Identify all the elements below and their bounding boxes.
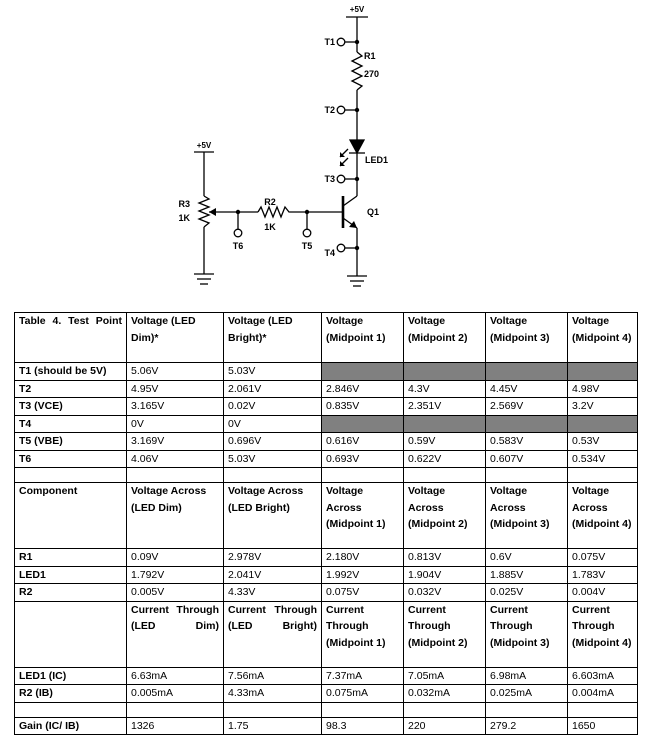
- header-test-point: Table 4. Test Point: [19, 315, 122, 327]
- t3-label: T3: [324, 174, 335, 184]
- component-header-row: Component Voltage Across (LED Dim) Volta…: [14, 482, 638, 549]
- r3-name-label: R3: [178, 199, 190, 209]
- header-mid3: Voltage (Midpoint 3): [485, 312, 568, 363]
- table-row: T2 4.95V 2.061V 2.846V 4.3V 4.45V 4.98V: [14, 379, 638, 398]
- header-mid1: Voltage (Midpoint 1): [321, 312, 404, 363]
- q1-name-label: Q1: [367, 207, 379, 217]
- table-row: LED1 (IC) 6.63mA 7.56mA 7.37mA 7.05mA 6.…: [14, 666, 638, 685]
- test-point-table: Table 4. Test Point Voltage (LED Dim)* V…: [14, 312, 638, 735]
- t4-label: T4: [324, 248, 335, 258]
- testpoint-t6: [233, 228, 243, 238]
- led-name-label: LED1: [365, 155, 388, 165]
- circuit-schematic: +5V T1 R1 270 T2 LED1 T3 Q1 T4 +5V R3 1K…: [178, 5, 388, 287]
- t6-label: T6: [233, 241, 244, 251]
- r2-value-label: 1K: [264, 222, 276, 232]
- r1-value-label: 270: [364, 69, 379, 79]
- r2-name-label: R2: [264, 197, 276, 207]
- header-mid4: Voltage (Midpoint 4): [567, 312, 638, 363]
- r1-name-label: R1: [364, 51, 376, 61]
- table-header-row: Table 4. Test Point Voltage (LED Dim)* V…: [14, 312, 638, 363]
- vcc-left-label: +5V: [197, 141, 212, 150]
- header-mid2: Voltage (Midpoint 2): [403, 312, 486, 363]
- table-row: T5 (VBE) 3.169V 0.696V 0.616V 0.59V 0.58…: [14, 432, 638, 451]
- table-row: R2 (IB) 0.005mA 4.33mA 0.075mA 0.032mA 0…: [14, 684, 638, 703]
- header-dim: Voltage (LED Dim)*: [126, 312, 224, 363]
- testpoint-t1: [336, 37, 346, 47]
- spacer-row: [14, 467, 638, 483]
- t1-label: T1: [324, 37, 335, 47]
- current-header-row: Current Through (LED Dim) Current Throug…: [14, 600, 638, 668]
- r3-value-label: 1K: [178, 213, 190, 223]
- testpoint-t3: [336, 174, 346, 184]
- wiper-arrow-icon: [209, 208, 216, 216]
- spacer-row: [14, 701, 638, 718]
- vcc-top-label: +5V: [350, 5, 365, 14]
- table-row: T1 (should be 5V) 5.06V 5.03V: [14, 362, 638, 381]
- header-bright: Voltage (LED Bright)*: [223, 312, 322, 363]
- testpoint-t4: [336, 243, 346, 253]
- testpoint-t2: [336, 105, 346, 115]
- t2-label: T2: [324, 105, 335, 115]
- emitter-arrow-icon: [349, 221, 357, 228]
- table-row: LED1 1.792V 2.041V 1.992V 1.904V 1.885V …: [14, 565, 638, 584]
- gain-row: Gain (IC/ IB) 1326 1.75 98.3 220 279.2 1…: [14, 716, 638, 735]
- table-row: T6 4.06V 5.03V 0.693V 0.622V 0.607V 0.53…: [14, 449, 638, 468]
- testpoint-t5: [302, 228, 312, 238]
- t5-label: T5: [302, 241, 313, 251]
- table-row: T4 0V 0V: [14, 414, 638, 433]
- table-row: R1 0.09V 2.978V 2.180V 0.813V 0.6V 0.075…: [14, 548, 638, 567]
- table-row: R2 0.005V 4.33V 0.075V 0.032V 0.025V 0.0…: [14, 583, 638, 602]
- table-row: T3 (VCE) 3.165V 0.02V 0.835V 2.351V 2.56…: [14, 397, 638, 416]
